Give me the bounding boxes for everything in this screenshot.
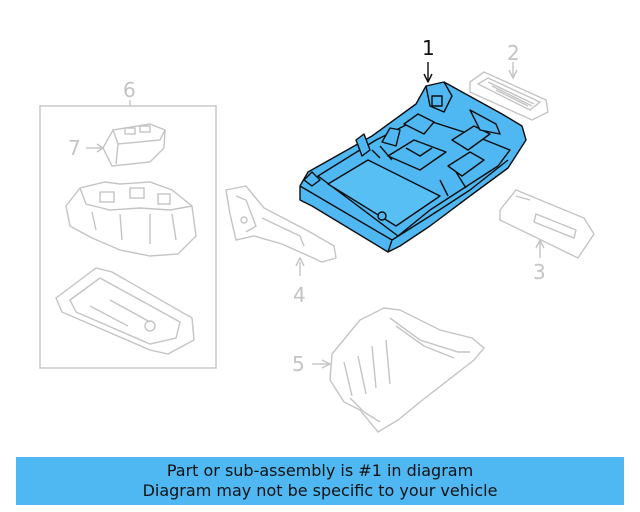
banner-line-2: Diagram may not be specific to your vehi…: [142, 481, 498, 500]
callout-3: 3: [533, 260, 546, 284]
callout-4: 4: [293, 283, 306, 307]
callout-1: 1: [422, 36, 435, 60]
callout-7: 7: [68, 136, 81, 160]
part-6-assembly-box: [39, 100, 217, 369]
parts-diagram: 1 2 3 4 5 6 7: [39, 36, 595, 433]
callout-2: 2: [507, 41, 520, 65]
info-banner: Part or sub-assembly is #1 in diagram Di…: [16, 457, 624, 505]
part-3-lens: [499, 189, 595, 259]
part-1-overhead-console: [299, 62, 527, 253]
part-4-bracket: [225, 185, 337, 276]
banner-line-1: Part or sub-assembly is #1 in diagram: [166, 461, 474, 480]
part-5-housing: [312, 307, 485, 433]
callout-6: 6: [123, 78, 136, 102]
part-2-lens: [469, 62, 549, 121]
callout-5: 5: [292, 352, 305, 376]
